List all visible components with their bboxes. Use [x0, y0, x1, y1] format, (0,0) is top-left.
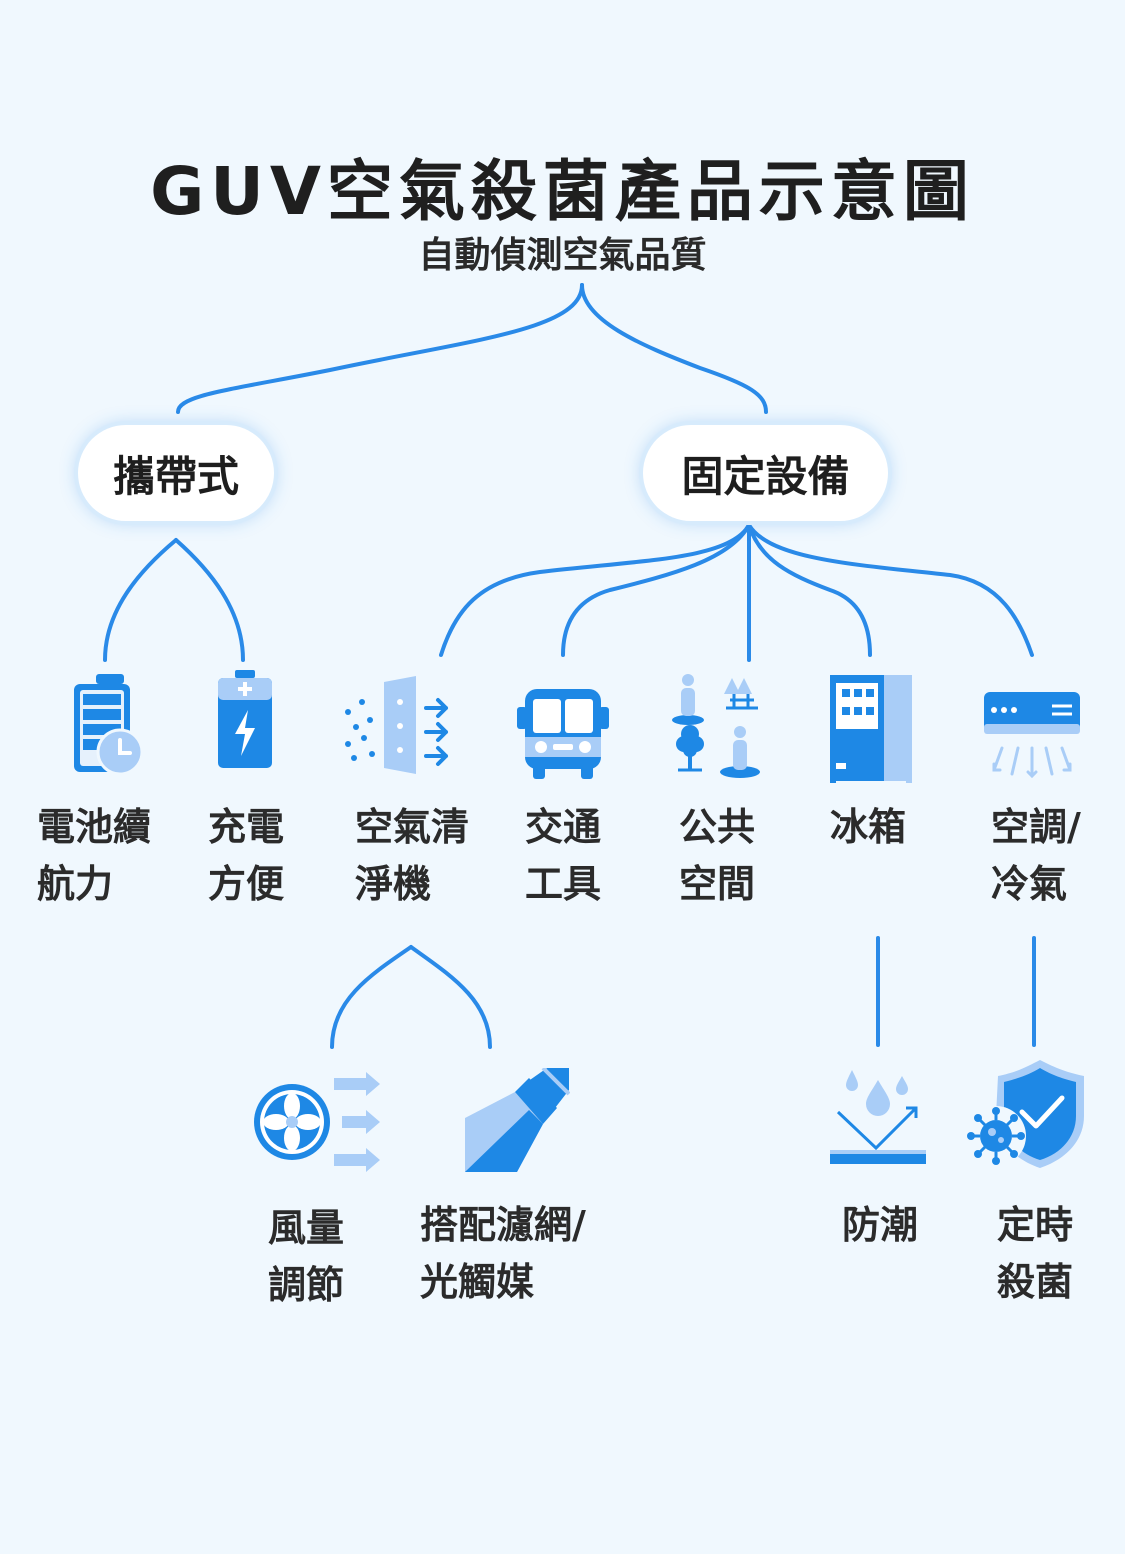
battery-charge-icon: [218, 670, 272, 768]
label-moisture-proof: 防潮: [842, 1203, 919, 1247]
connector-fixed-bus: [561, 523, 751, 657]
light-tube-icon: [465, 1068, 570, 1172]
category-fixed: 固定設備: [643, 425, 888, 521]
shield-virus-icon: [966, 1060, 1084, 1168]
label-public-space: 公共 空間: [679, 805, 756, 906]
connector-fixed-purifier: [439, 523, 751, 657]
connector-purifier-right: [409, 945, 492, 1049]
connector-fixed-ac: [747, 523, 1034, 657]
label-airflow-adjust: 風量 調節: [268, 1206, 345, 1307]
label-timed-sterilization: 定時 殺菌: [997, 1203, 1074, 1304]
air-conditioner-icon: [984, 692, 1080, 779]
moisture-proof-icon: [830, 1070, 926, 1164]
bus-icon: [517, 689, 609, 779]
label-transportation: 交通 工具: [525, 805, 602, 906]
connector-purifier-left: [330, 945, 413, 1049]
battery-clock-icon: [74, 674, 144, 776]
fan-airflow-icon: [254, 1072, 380, 1172]
air-purifier-filter-icon: [345, 676, 448, 774]
category-portable: 攜帶式: [78, 425, 274, 521]
connector-portable-right: [174, 538, 245, 662]
connector-root-right: [580, 283, 768, 414]
label-air-purifier: 空氣清 淨機: [355, 805, 470, 906]
page-subtitle: 自動偵測空氣品質: [418, 235, 707, 276]
connector-root-left: [176, 283, 584, 414]
refrigerator-icon: [830, 675, 912, 783]
label-refrigerator: 冰箱: [830, 805, 907, 849]
page-title: GUV空氣殺菌產品示意圖: [150, 153, 975, 230]
label-easy-charging: 充電 方便: [208, 805, 285, 906]
connector-fixed-fridge: [747, 523, 872, 657]
label-filter-photocatalyst: 搭配濾網/ 光觸媒: [420, 1203, 586, 1304]
label-air-conditioning: 空調/ 冷氣: [991, 805, 1081, 906]
people-trees-icon: [672, 674, 760, 778]
connector-portable-left: [103, 538, 178, 662]
label-battery-life: 電池續 航力: [37, 805, 152, 906]
